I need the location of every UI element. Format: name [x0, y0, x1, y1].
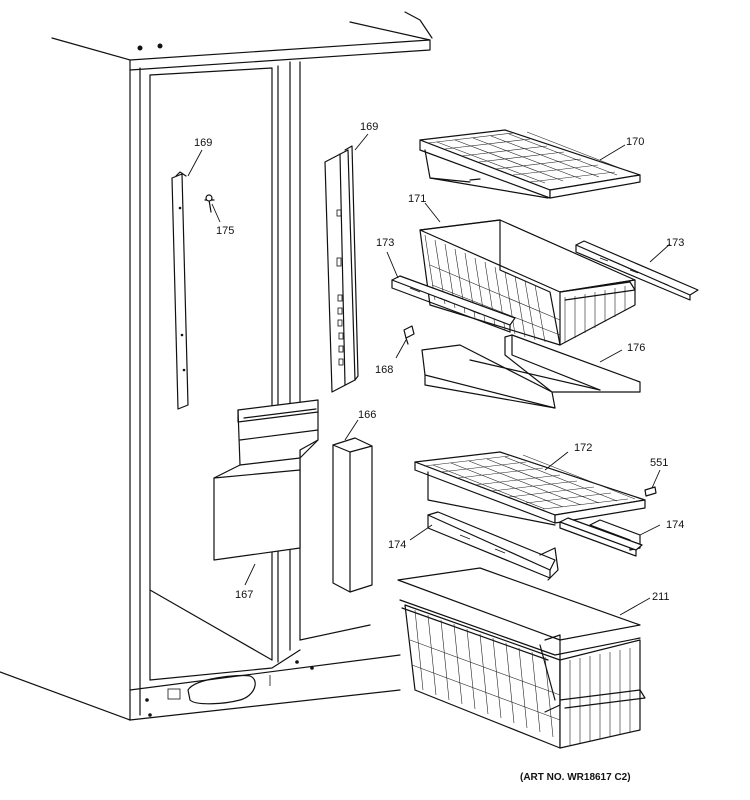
trim-166 [332, 437, 373, 593]
frame-176 [421, 334, 641, 409]
label-175: 175 [216, 225, 234, 237]
slide-174-left [427, 511, 559, 581]
label-174-right: 174 [666, 519, 684, 531]
rail-169-left [171, 171, 189, 410]
label-174-left: 174 [388, 539, 406, 551]
label-169-right: 169 [360, 121, 378, 133]
freezer-cabinet [0, 11, 433, 721]
label-168: 168 [375, 364, 393, 376]
label-211: 211 [652, 591, 670, 603]
art-number: (ART NO. WR18617 C2) [520, 772, 631, 783]
leader-lines [187, 133, 671, 616]
label-172: 172 [574, 442, 592, 454]
part-labels: 169 175 169 170 171 173 173 168 176 166 … [194, 121, 684, 603]
clip-168 [403, 325, 415, 345]
panel-167 [213, 399, 319, 561]
label-173-left: 173 [376, 237, 394, 249]
label-551: 551 [650, 457, 668, 469]
label-176: 176 [627, 342, 645, 354]
screw-175 [204, 194, 215, 213]
label-166: 166 [358, 409, 376, 421]
screw-551 [644, 486, 657, 497]
label-173-right: 173 [666, 237, 684, 249]
slide-173-right [575, 240, 699, 301]
shelf-170 [419, 129, 641, 199]
label-167: 167 [235, 589, 253, 601]
label-171: 171 [408, 193, 426, 205]
basket-171 [419, 219, 636, 346]
basket-211 [397, 567, 646, 749]
slide-174-right [559, 517, 643, 557]
rail-169-right [324, 145, 359, 393]
label-170: 170 [626, 136, 644, 148]
label-169-left: 169 [194, 137, 212, 149]
